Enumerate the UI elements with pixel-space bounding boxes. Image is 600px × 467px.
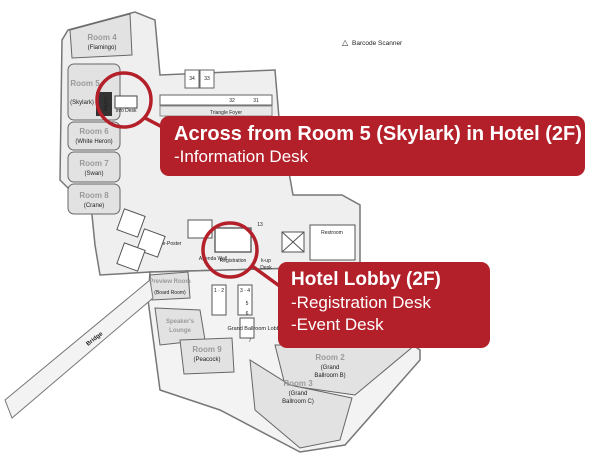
label-1-2: 1 · 2	[214, 288, 224, 294]
triangle-foyer-label: Triangle Foyer	[210, 110, 242, 116]
speakers-lounge-label-1: Speaker's	[166, 319, 195, 325]
hotel-lobby-callout: Hotel Lobby (2F) -Registration Desk -Eve…	[278, 262, 490, 348]
room-2-name: Room 2	[315, 353, 345, 362]
room-2-sub1: (Grand	[321, 365, 340, 371]
restroom-shape	[309, 224, 356, 261]
info-desk-shape	[114, 95, 138, 109]
label-33: 33	[204, 76, 210, 82]
speakers-lounge-label-2: Lounge	[169, 328, 191, 334]
table-1	[116, 208, 146, 238]
pickup-desk-label-1: k-up	[261, 258, 271, 264]
info-desk-highlight-circle	[95, 71, 153, 129]
info-desk-label: Info Desk	[115, 108, 137, 114]
room-6-shape	[67, 121, 121, 151]
pickup-desk-label-2: Desk	[260, 265, 272, 271]
booth-3-4	[237, 284, 253, 316]
lobby-callout-line-2: -Event Desk	[291, 315, 384, 334]
coffee-label: Coffee	[102, 97, 108, 112]
label-34: 34	[189, 76, 195, 82]
room-9-name: Room 9	[192, 345, 222, 354]
label-13: 13	[257, 222, 263, 228]
room-5-shape	[67, 63, 121, 121]
warning-triangle-icon: △	[342, 38, 349, 47]
room-7-shape	[67, 151, 121, 183]
label-32: 32	[229, 98, 235, 104]
room-8-sub: (Crane)	[84, 203, 104, 209]
registration-label: Registration	[220, 258, 247, 264]
room-5-sub: (Skylark)	[70, 100, 94, 106]
info-callout-title: Across from Room 5 (Skylark) in Hotel (2…	[174, 123, 582, 145]
room-3-sub2: Ballroom C)	[282, 399, 314, 405]
booth-5-6	[239, 317, 255, 339]
block-34	[184, 69, 200, 89]
room-3-shape	[249, 359, 353, 449]
booth-1-2	[211, 284, 227, 316]
e-poster-label: e-Poster	[163, 241, 182, 247]
label-6: 6	[246, 311, 249, 317]
lobby-callout-line-1: -Registration Desk	[291, 293, 431, 312]
room-3-sub1: (Grand	[289, 391, 308, 397]
label-7: 7	[249, 338, 252, 344]
room-8-shape	[67, 183, 121, 215]
block-33	[199, 69, 215, 89]
grand-ballroom-lobby-label: Grand Ballroom Lobby	[227, 326, 282, 332]
room-2-sub2: Ballroom B)	[314, 373, 345, 379]
room-4-shape	[69, 13, 133, 59]
room-4-sub: (Flamingo)	[88, 45, 117, 51]
agenda-wall-label: Agenda Wall	[199, 256, 227, 262]
room-5-name: Room 5	[70, 79, 100, 88]
room-4-name: Room 4	[87, 33, 117, 42]
preview-room-name: Preview Room	[149, 279, 190, 285]
barcode-scanner-label: Barcode Scanner	[352, 40, 403, 47]
room-8-name: Room 8	[79, 191, 109, 200]
label-5: 5	[246, 301, 249, 307]
bridge-shape	[4, 279, 154, 419]
registration-highlight-circle	[201, 221, 259, 279]
booth-strip	[159, 94, 273, 106]
restroom-label: Restroom	[321, 230, 343, 236]
room-7-sub: (Swan)	[84, 171, 103, 177]
preview-room-sub: (Board Room)	[154, 290, 186, 296]
room-9-sub: (Peacock)	[193, 357, 220, 363]
info-callout-line-1: -Information Desk	[174, 147, 309, 166]
lobby-callout-title: Hotel Lobby (2F)	[291, 269, 441, 290]
room-7-name: Room 7	[79, 159, 109, 168]
room-6-sub: (White Heron)	[75, 139, 112, 145]
info-desk-callout: Across from Room 5 (Skylark) in Hotel (2…	[160, 116, 585, 176]
room-6-name: Room 6	[79, 127, 109, 136]
label-31: 31	[253, 98, 259, 104]
room-9-shape	[179, 337, 235, 375]
table-3	[116, 242, 146, 272]
registration-counter	[214, 227, 252, 253]
room-3-name: Room 3	[283, 379, 313, 388]
label-3-4: 3 · 4	[240, 288, 250, 294]
